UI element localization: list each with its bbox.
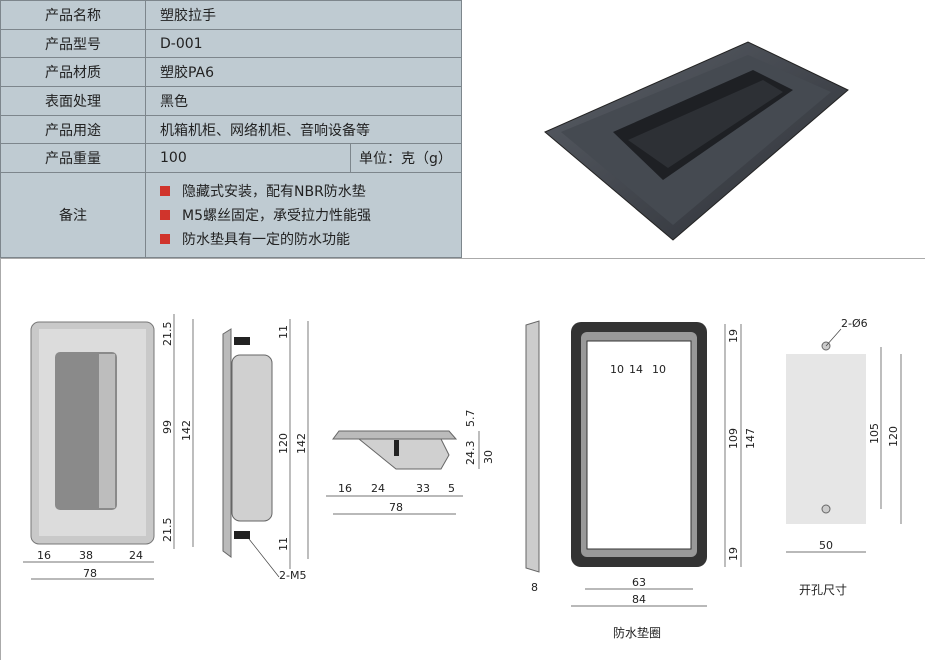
dim-front-height: 142 (180, 420, 193, 441)
dim-section-w1: 16 (338, 482, 352, 495)
note-text: 防水垫具有一定的防水功能 (182, 232, 350, 249)
dim-section-width: 78 (389, 501, 403, 514)
bullet-icon (160, 210, 170, 221)
gasket-view: 8 19 109 147 19 10 14 10 63 84 防水垫圈 (525, 320, 757, 640)
dim-side-screw: 2-M5 (279, 569, 306, 582)
dim-cutout-h1: 105 (868, 423, 881, 444)
label-finish: 表面处理 (0, 86, 146, 116)
label-name: 产品名称 (0, 0, 146, 30)
value-name: 塑胶拉手 (145, 0, 462, 30)
dim-front-w3: 24 (129, 549, 143, 562)
dim-gasket-top: 19 (727, 329, 740, 343)
value-finish: 黑色 (145, 86, 462, 116)
dim-gasket-s2: 14 (629, 363, 643, 376)
dim-gasket-s1: 10 (610, 363, 624, 376)
value-material: 塑胶PA6 (145, 57, 462, 88)
dim-cutout-h2: 120 (887, 426, 900, 447)
weight-unit: 单位：克（g） (350, 143, 462, 174)
gasket-caption: 防水垫圈 (613, 625, 661, 640)
dim-cutout-holes: 2-Ø6 (841, 317, 868, 330)
dim-section-t2: 24.3 (464, 441, 477, 466)
dim-front-width: 78 (83, 567, 97, 580)
dim-section-t1: 5.7 (464, 410, 477, 428)
note-item: 防水垫具有一定的防水功能 (160, 227, 461, 251)
product-photo (463, 0, 925, 258)
label-weight: 产品重量 (0, 143, 146, 174)
dim-front-w2: 38 (79, 549, 93, 562)
dim-gasket-inner-w: 63 (632, 576, 646, 589)
dim-gasket-width: 84 (632, 593, 646, 606)
dim-gasket-thick: 8 (531, 581, 538, 594)
note-text: M5螺丝固定，承受拉力性能强 (182, 208, 371, 225)
value-usage: 机箱机柜、网络机柜、音响设备等 (145, 114, 462, 145)
dim-section-w3: 33 (416, 482, 430, 495)
dim-gasket-height: 147 (744, 428, 757, 449)
dim-front-top: 21.5 (161, 322, 174, 347)
dim-side-height: 142 (295, 433, 308, 454)
dim-cutout-width: 50 (819, 539, 833, 552)
dim-front-w1: 16 (37, 549, 51, 562)
dim-front-mid: 99 (161, 420, 174, 434)
cutout-caption: 开孔尺寸 (799, 583, 847, 597)
side-view: 11 120 142 11 2-M5 (222, 319, 309, 582)
cutout-view: 2-Ø6 105 120 50 开孔尺寸 (786, 317, 902, 597)
technical-drawing: 21.5 99 21.5 142 16 38 24 78 11 120 142 … (0, 258, 925, 660)
note-item: 隐藏式安装，配有NBR防水垫 (160, 179, 461, 203)
dimension-drawings: 21.5 99 21.5 142 16 38 24 78 11 120 142 … (23, 314, 902, 640)
dim-section-w4: 5 (448, 482, 455, 495)
handle-render (544, 41, 849, 241)
note-item: M5螺丝固定，承受拉力性能强 (160, 203, 461, 227)
dim-side-bottom: 11 (277, 537, 290, 551)
dim-gasket-bottom: 19 (727, 547, 740, 561)
dim-gasket-mid: 109 (727, 428, 740, 449)
value-model: D-001 (145, 28, 462, 59)
dim-side-inner: 120 (277, 433, 290, 454)
dim-front-bottom: 21.5 (161, 518, 174, 543)
dim-section-w2: 24 (371, 482, 385, 495)
note-text: 隐藏式安装，配有NBR防水垫 (182, 184, 366, 201)
dim-gasket-s3: 10 (652, 363, 666, 376)
notes-list: 隐藏式安装，配有NBR防水垫 M5螺丝固定，承受拉力性能强 防水垫具有一定的防水… (145, 172, 462, 259)
label-usage: 产品用途 (0, 114, 146, 145)
value-weight: 100 (145, 143, 351, 174)
front-view: 21.5 99 21.5 142 16 38 24 78 (23, 314, 194, 580)
section-view: 5.7 24.3 30 16 24 33 5 78 (326, 410, 495, 515)
label-notes: 备注 (0, 172, 146, 259)
dim-side-top: 11 (277, 325, 290, 339)
label-model: 产品型号 (0, 28, 146, 59)
label-material: 产品材质 (0, 57, 146, 88)
bullet-icon (160, 234, 170, 245)
bullet-icon (160, 186, 170, 197)
dim-section-h: 30 (482, 450, 495, 464)
